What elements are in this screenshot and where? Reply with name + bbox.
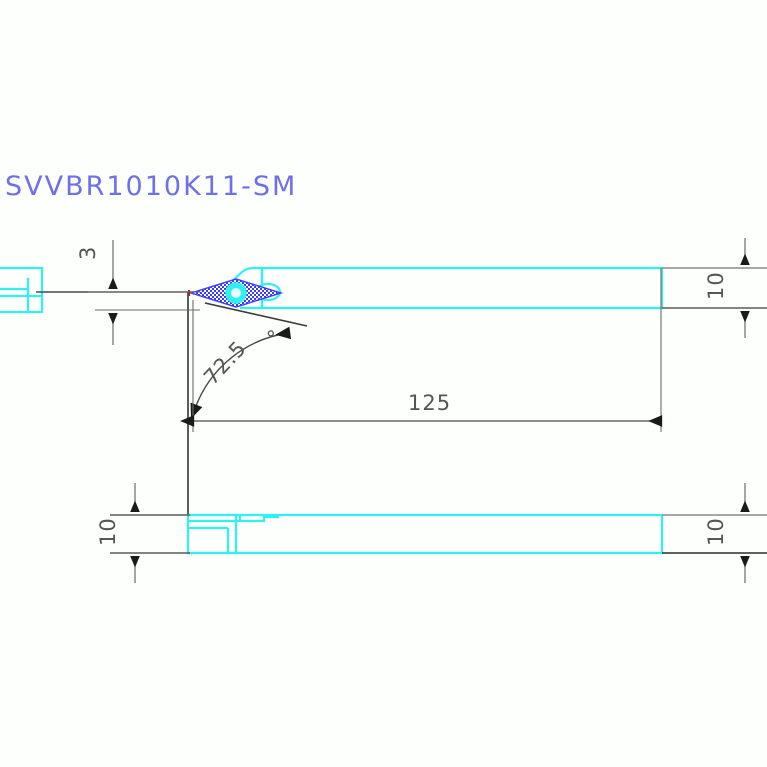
dimension-shank-height-bottom-left: 10 [96, 483, 140, 583]
dimension-shank-height-top-right: 10 [662, 238, 767, 338]
dimension-label-height-top-right: 10 [704, 271, 728, 300]
page-title: SVVBR1010K11-SM [5, 171, 297, 202]
carbide-insert [187, 278, 284, 308]
bottom-view-extension-lines [110, 514, 190, 554]
dimension-shank-height-bottom-right: 10 [662, 483, 767, 583]
dimension-insert-thickness: 3 [76, 240, 200, 345]
dimension-label-height-bottom-right: 10 [704, 517, 728, 546]
dimension-label-height-bottom-left: 10 [96, 517, 120, 546]
angle-arc [190, 326, 292, 419]
left-detail-box [0, 266, 44, 314]
insert-hole [229, 286, 243, 300]
dimension-label-thickness: 3 [76, 246, 100, 260]
dimension-overall-length: 125 [180, 268, 663, 432]
dimension-label-length: 125 [408, 391, 451, 415]
